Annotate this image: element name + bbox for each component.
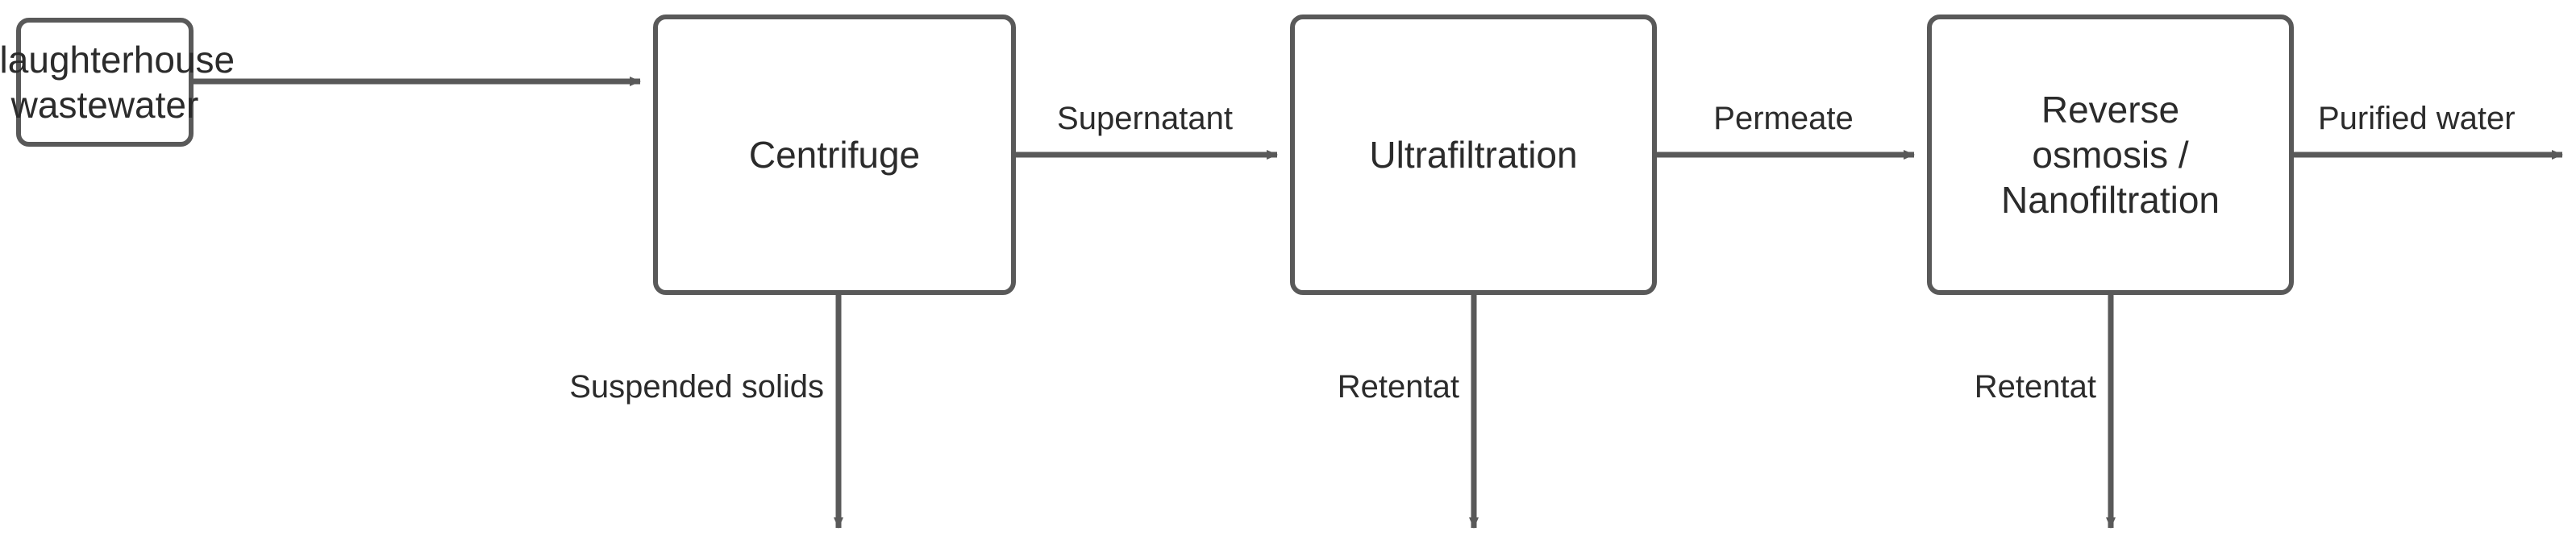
node-reverse-osmosis-nanofiltration[interactable]: Reverse osmosis / Nanofiltration [1927,15,2294,295]
edge-label-supernatant: Supernatant [1057,101,1233,136]
node-label-reverse-osmosis-nanofiltration: Reverse osmosis / Nanofiltration [2000,88,2220,222]
edge-label-retentat-reverse-osmosis: Retentat [1974,369,2096,405]
edge-label-purified-water: Purified water [2318,101,2516,136]
edge-label-suspended-solids: Suspended solids [569,369,824,405]
node-label-centrifuge: Centrifuge [748,133,921,176]
node-label-ultrafiltration: Ultrafiltration [1369,133,1578,176]
edge-label-permeate: Permeate [1713,101,1854,136]
node-centrifuge[interactable]: Centrifuge [653,15,1016,295]
node-label-slaughterhouse-wastewater: Slaughterhouse wastewater [0,38,235,126]
edge-label-retentat-ultrafiltration: Retentat [1337,369,1459,405]
node-ultrafiltration[interactable]: Ultrafiltration [1290,15,1657,295]
node-slaughterhouse-wastewater[interactable]: Slaughterhouse wastewater [0,18,235,147]
